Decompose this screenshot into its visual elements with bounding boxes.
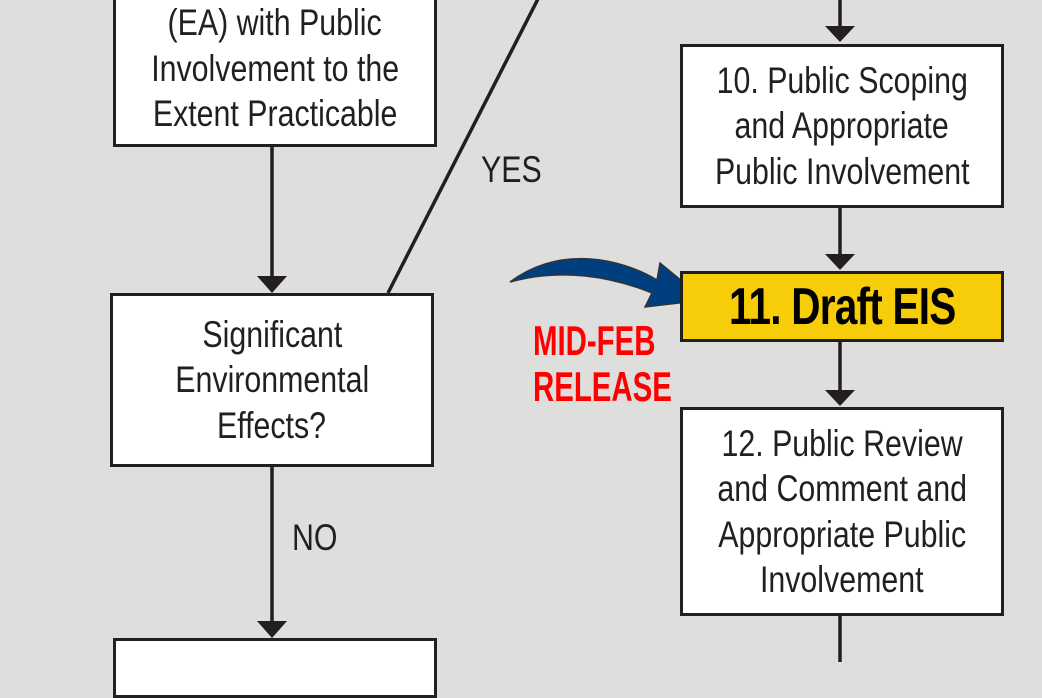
arrowhead-icon: [825, 254, 855, 270]
arrowhead-icon: [257, 621, 287, 638]
no-label: NO: [292, 517, 338, 558]
draft-eis-label: 11. Draft EIS: [728, 277, 956, 336]
box-text: and Appropriate: [734, 105, 950, 147]
box-text: (EA) with Public: [167, 2, 383, 44]
arrowhead-icon: [825, 26, 855, 42]
ea-box: (EA) with Public Involvement to the Exte…: [113, 0, 437, 147]
arrowhead-icon: [825, 390, 855, 406]
bottom-left-box: [113, 638, 437, 698]
connector-lines: [257, 0, 855, 662]
box-text: 10. Public Scoping: [716, 59, 968, 101]
callout-line: RELEASE: [533, 363, 672, 410]
callout-line: MID-FEB: [533, 317, 656, 364]
box-text: Significant: [202, 313, 342, 355]
box-text: and Comment and: [717, 468, 967, 509]
connector-yes-diagonal: [386, 0, 540, 294]
box-text: Involvement: [760, 559, 924, 600]
significant-effects-box: Significant Environmental Effects?: [110, 293, 434, 467]
yes-label: YES: [481, 149, 542, 190]
draft-eis-box: 11. Draft EIS: [680, 271, 1004, 342]
arrowhead-icon: [257, 276, 287, 293]
public-review-box: 12. Public Review and Comment and Approp…: [680, 407, 1004, 616]
curved-callout-arrow-icon: [509, 257, 707, 308]
box-text: Environmental: [175, 359, 369, 401]
box-text: Appropriate Public: [718, 513, 966, 555]
box-text: Public Involvement: [714, 150, 970, 192]
public-scoping-box: 10. Public Scoping and Appropriate Publi…: [680, 44, 1004, 208]
box-text: 12. Public Review: [721, 422, 963, 464]
mid-feb-release-callout: MID-FEB RELEASE: [533, 318, 672, 410]
box-text: Effects?: [217, 404, 327, 446]
box-text: Extent Practicable: [152, 93, 398, 135]
box-text: Involvement to the: [151, 47, 399, 89]
